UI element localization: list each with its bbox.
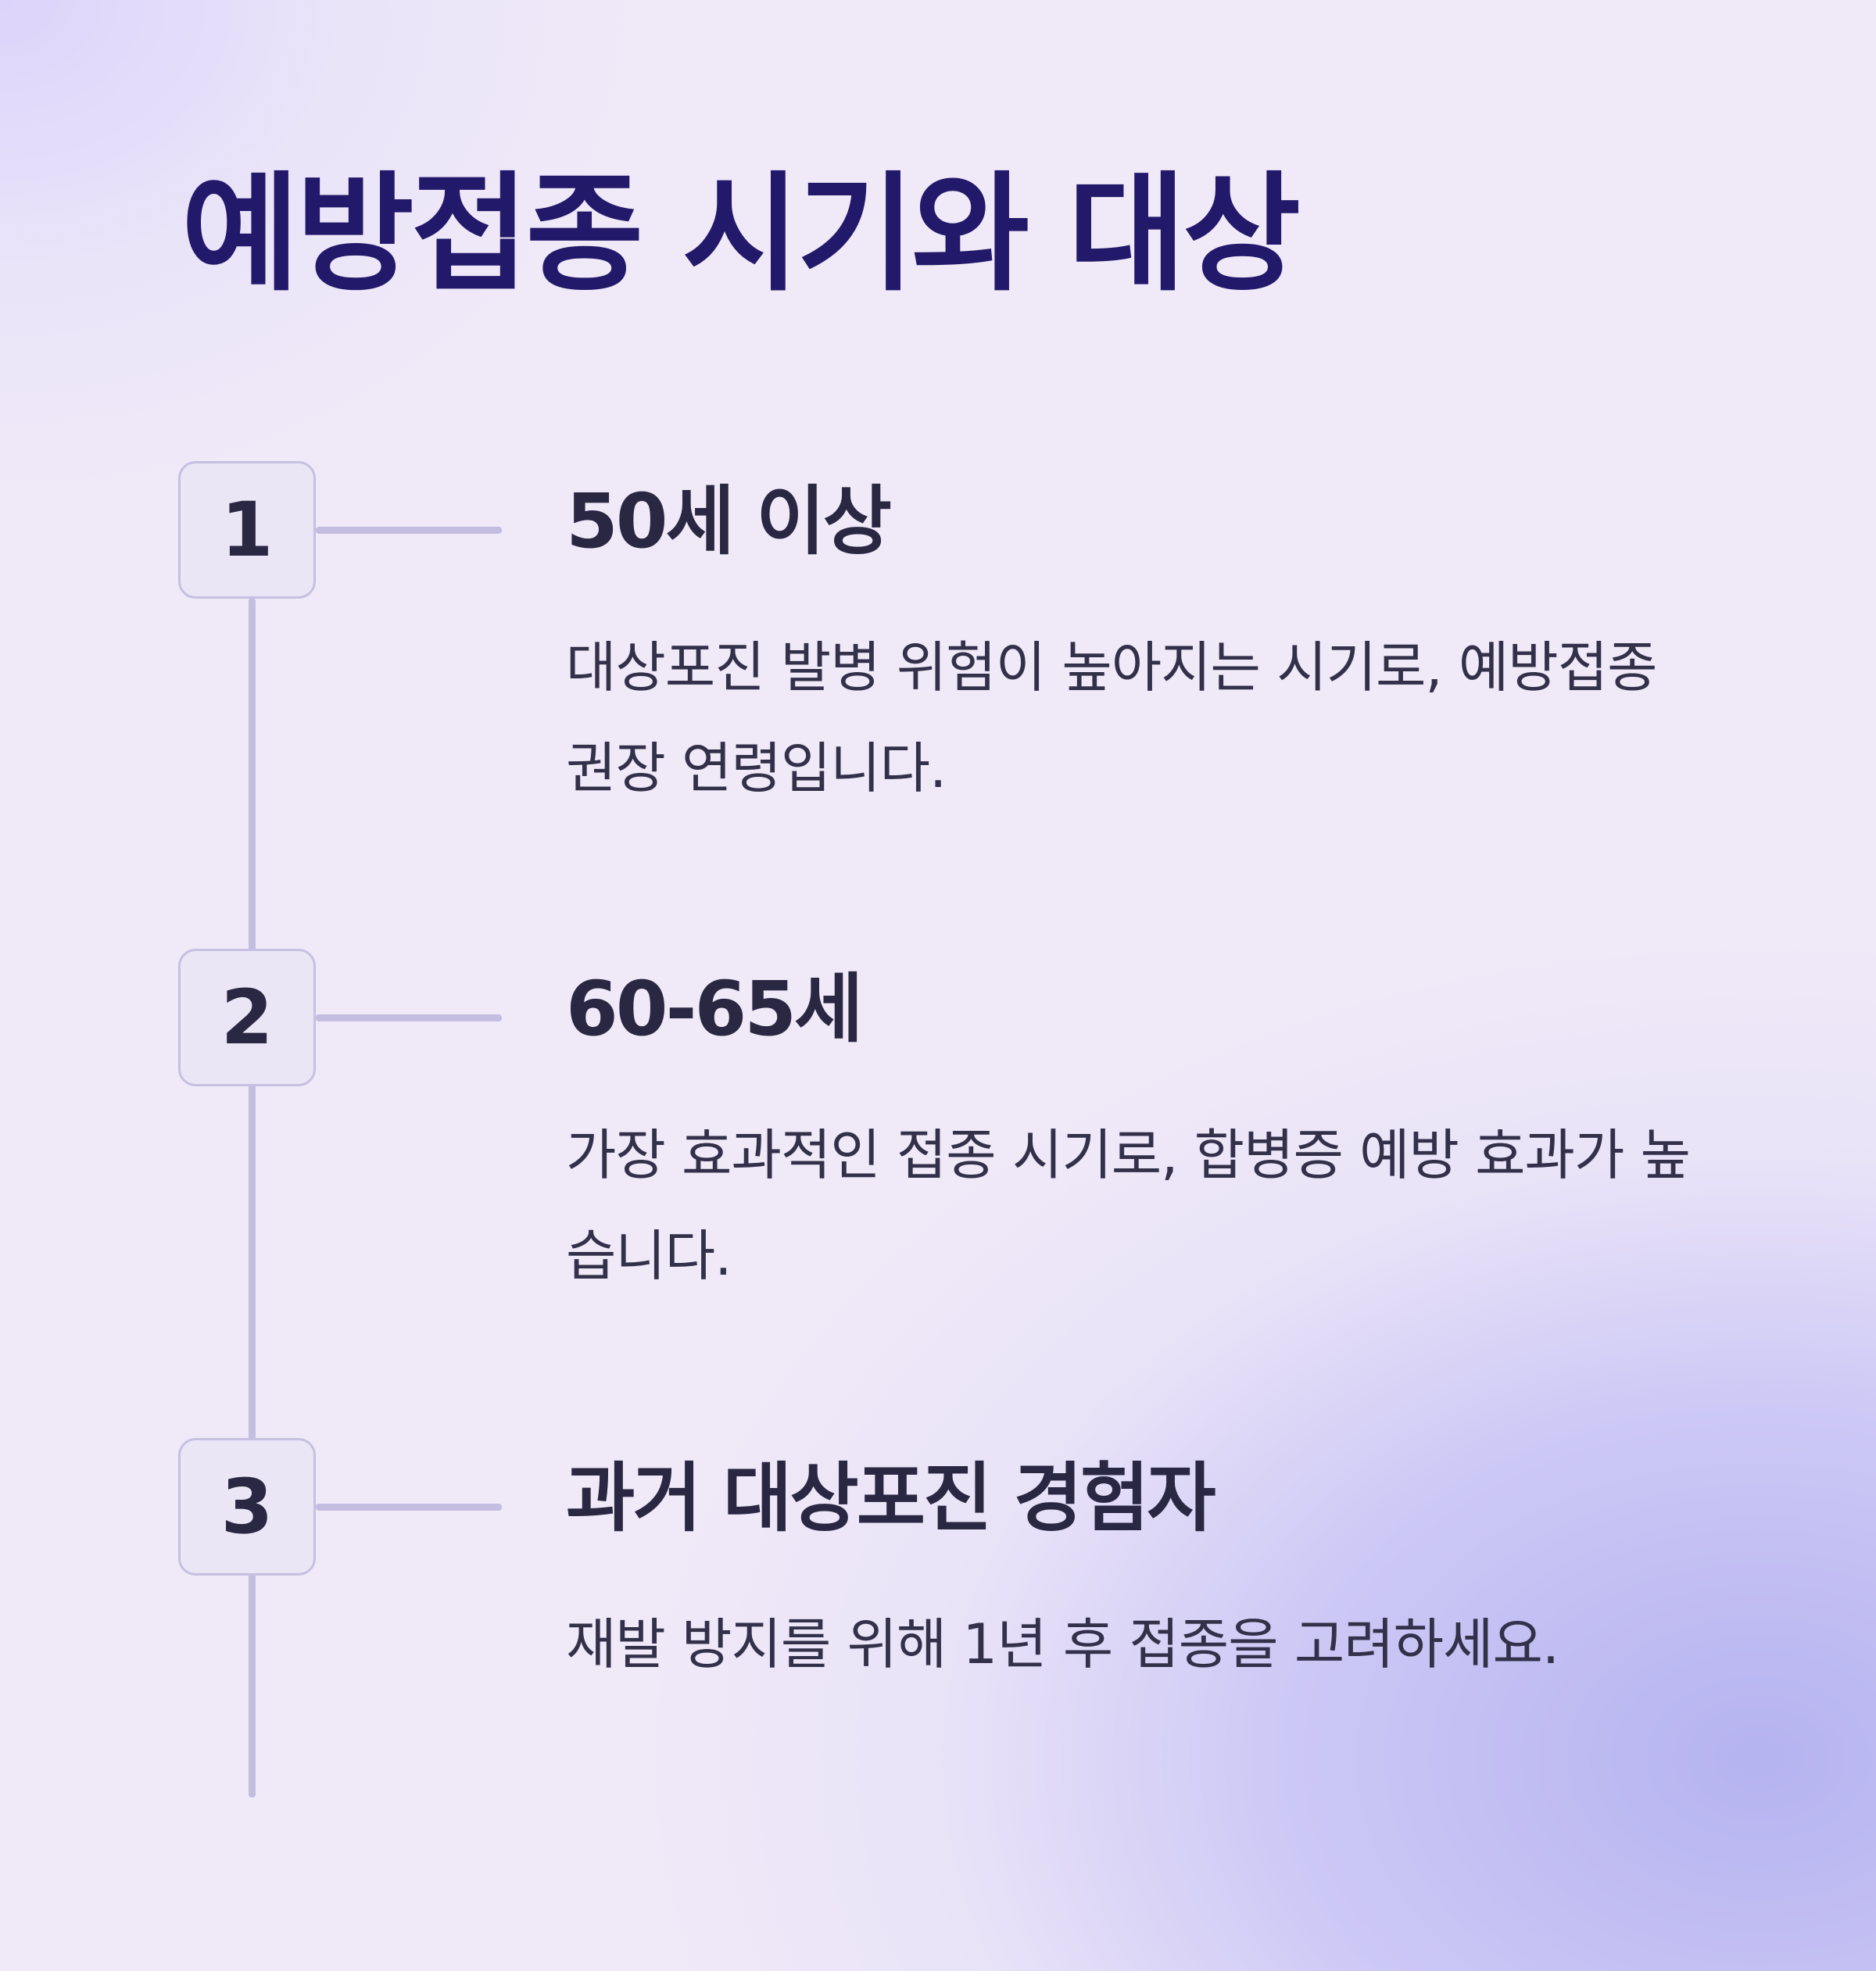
step-description: 대상포진 발병 위험이 높아지는 시기로, 예방접종 권장 연령입니다.	[566, 635, 1658, 800]
step-connector-line	[316, 527, 502, 534]
step-description: 재발 방지를 위해 1년 후 접종을 고려하세요.	[566, 1612, 1559, 1676]
step-number-badge: 3	[178, 1438, 316, 1576]
page-title: 예방접종 시기와 대상	[181, 159, 1301, 309]
step-description: 가장 효과적인 접종 시기로, 합병증 예방 효과가 높습니다.	[566, 1123, 1691, 1288]
step-number-badge: 2	[178, 949, 316, 1086]
step-title: 과거 대상포진 경험자	[566, 1454, 1216, 1542]
step-title: 60-65세	[566, 965, 863, 1053]
timeline-vertical-line	[249, 598, 256, 1798]
step-number-badge: 1	[178, 461, 316, 599]
step-connector-line	[316, 1504, 502, 1511]
step-connector-line	[316, 1014, 502, 1021]
step-title: 50세 이상	[566, 478, 892, 565]
